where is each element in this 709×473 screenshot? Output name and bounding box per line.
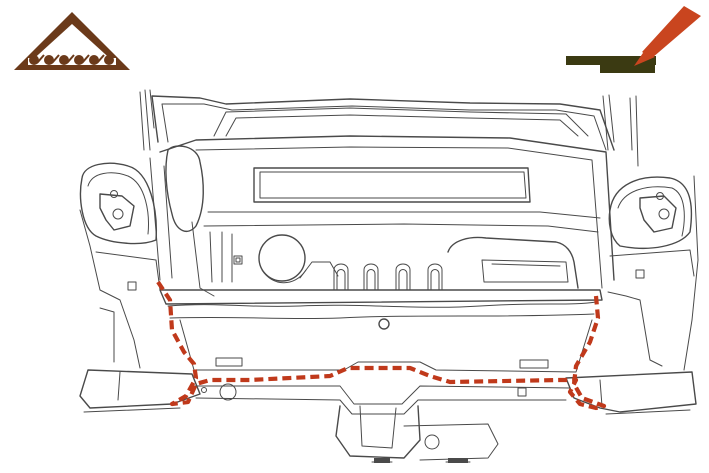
- sealer-bead-connector: [81, 54, 90, 64]
- sealer-bead-icon: [74, 55, 84, 65]
- sealer-bead-icon: [89, 55, 99, 65]
- sealer-bead-icon: [59, 55, 69, 65]
- sealer-bead-warning-icon: [14, 12, 130, 70]
- sealer-bead-connector: [66, 54, 75, 64]
- floor-rib: [395, 263, 411, 291]
- floor-rib-inner: [366, 269, 376, 291]
- sealer-bead-connector: [51, 54, 60, 64]
- sealer-seam-path: [156, 280, 607, 411]
- sealer-bead-connector: [36, 54, 45, 64]
- sealer-gun-applicator-icon: [566, 6, 701, 73]
- sealer-bead-connector: [96, 54, 105, 64]
- vehicle-rear-line-art: [79, 89, 699, 463]
- floor-rib: [333, 263, 349, 291]
- floor-rib-inner: [398, 269, 408, 291]
- sealer-bead-icon: [44, 55, 54, 65]
- floor-rib: [363, 263, 379, 291]
- floor-rib-inner: [430, 269, 440, 291]
- floor-rib: [427, 263, 443, 291]
- floor-rib-inner: [336, 269, 346, 291]
- sealer-bead-icon: [29, 55, 39, 65]
- sealer-bead-icon: [104, 55, 114, 65]
